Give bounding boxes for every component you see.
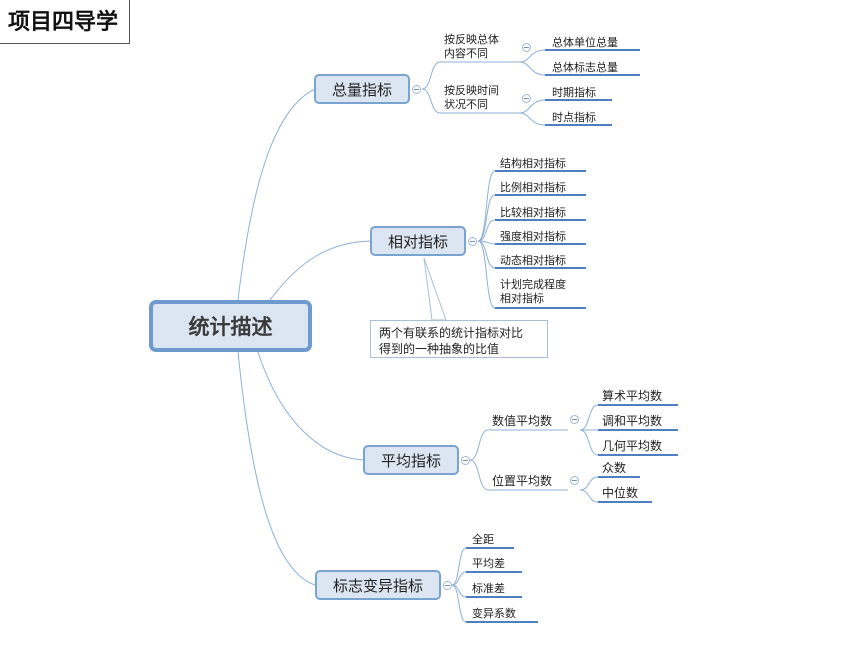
leaf-item[interactable]: 总体标志总量 (552, 61, 618, 74)
leaf-item[interactable]: 标准差 (472, 582, 505, 595)
collapse-icon[interactable] (522, 94, 531, 103)
leaf-item[interactable]: 时点指标 (552, 111, 596, 124)
leaf-item[interactable]: 比较相对指标 (500, 206, 566, 219)
group-numeric[interactable]: 数值平均数 (492, 413, 553, 428)
leaf-item[interactable]: 众数 (602, 461, 627, 475)
leaf-item[interactable]: 时期指标 (552, 86, 596, 99)
callout-note[interactable]: 两个有联系的统计指标对比 得到的一种抽象的比值 (370, 320, 548, 358)
collapse-icon[interactable] (468, 237, 477, 246)
branch-zongliang[interactable]: 总量指标 (314, 74, 410, 104)
group-time[interactable]: 按反映时间 状况不同 (444, 84, 499, 111)
leaf-item[interactable]: 结构相对指标 (500, 157, 566, 170)
leaf-item[interactable]: 比例相对指标 (500, 181, 566, 194)
collapse-icon[interactable] (570, 415, 579, 424)
connector-root-zongliang (237, 88, 316, 301)
leaf-item[interactable]: 总体单位总量 (552, 36, 618, 49)
leaf-item[interactable]: 中位数 (602, 486, 639, 500)
group-position[interactable]: 位置平均数 (492, 473, 553, 488)
leaf-item[interactable]: 强度相对指标 (500, 230, 566, 243)
group-content[interactable]: 按反映总体 内容不同 (444, 33, 499, 60)
branch-xiangdui[interactable]: 相对指标 (370, 226, 466, 256)
branch-biaozhi[interactable]: 标志变异指标 (315, 570, 441, 600)
collapse-icon[interactable] (461, 456, 470, 465)
connector-root-pingjun (257, 351, 365, 461)
collapse-icon[interactable] (522, 43, 531, 52)
page-title: 项目四导学 (0, 0, 130, 44)
collapse-icon[interactable] (570, 476, 579, 485)
collapse-icon[interactable] (443, 581, 452, 590)
leaf-item[interactable]: 几何平均数 (602, 439, 663, 453)
collapse-icon[interactable] (412, 85, 421, 94)
connector-root-xiangdui (269, 240, 372, 301)
connector-root-biaozhi (237, 351, 316, 586)
leaf-item[interactable]: 算术平均数 (602, 389, 663, 403)
leaf-item[interactable]: 动态相对指标 (500, 254, 566, 267)
leaf-item[interactable]: 平均差 (472, 557, 505, 570)
mindmap-root[interactable]: 统计描述 (149, 300, 312, 352)
branch-pingjun[interactable]: 平均指标 (363, 445, 459, 475)
leaf-item[interactable]: 计划完成程度 相对指标 (500, 278, 566, 305)
leaf-item[interactable]: 全距 (472, 533, 494, 546)
leaf-item[interactable]: 调和平均数 (602, 414, 663, 428)
leaf-item[interactable]: 变异系数 (472, 607, 516, 620)
